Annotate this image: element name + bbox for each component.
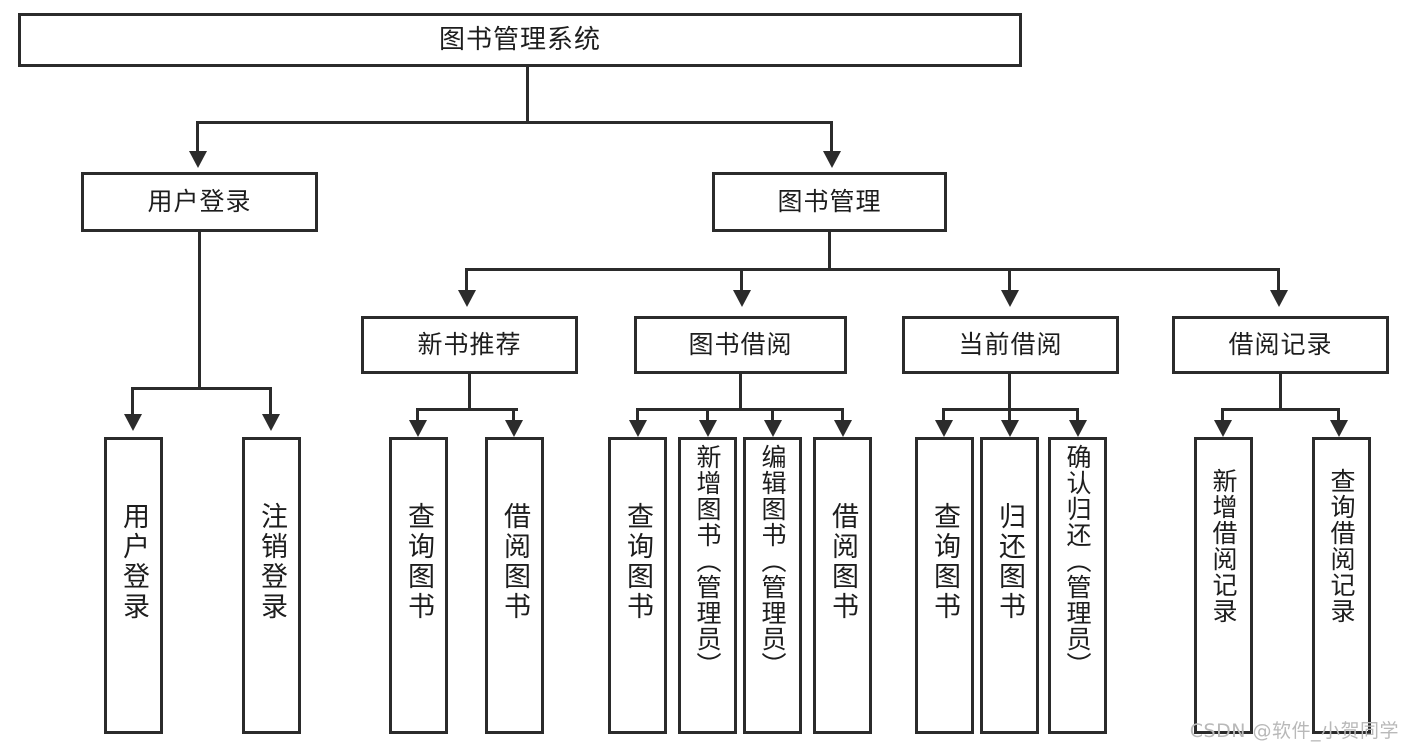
- node-book-management[interactable]: 图书管理: [712, 172, 947, 232]
- connector-book-borrow-bus: [636, 408, 843, 411]
- connector-root-bus: [196, 121, 833, 124]
- leaf-edit-book-admin[interactable]: 编辑图书（管理员）: [743, 437, 802, 734]
- node-label: 借阅图书: [827, 502, 858, 622]
- node-label: 借阅记录: [1228, 330, 1333, 360]
- arrowhead-new-books-leaf-1: [409, 420, 427, 437]
- leaf-user-login[interactable]: 用户登录: [104, 437, 163, 734]
- arrowhead-to-current-borrow: [1001, 290, 1019, 307]
- arrowhead-to-book-borrow: [733, 290, 751, 307]
- connector-new-books-bus: [416, 408, 518, 411]
- node-label: 用户登录: [118, 502, 149, 622]
- leaf-query-book-current[interactable]: 查询图书: [915, 437, 974, 734]
- arrowhead-to-user-login: [189, 151, 207, 168]
- node-label: 注销登录: [256, 502, 287, 622]
- connector-current-borrow-stem: [1008, 374, 1011, 408]
- csdn-watermark: CSDN @软件_小贺同学: [1189, 720, 1399, 742]
- connector-book-borrow-stem: [739, 374, 742, 408]
- leaf-return-book[interactable]: 归还图书: [980, 437, 1039, 734]
- connector-root-stem: [526, 67, 529, 121]
- node-label: 新增借阅记录: [1209, 468, 1238, 624]
- connector-borrow-records-bus: [1221, 408, 1340, 411]
- connector-current-borrow-drop-2: [1008, 408, 1011, 420]
- connector-book-borrow-drop-2: [706, 408, 709, 420]
- node-label: 当前借阅: [958, 330, 1063, 360]
- arrowhead-to-new-books: [458, 290, 476, 307]
- arrowhead-book-borrow-leaf-4: [834, 420, 852, 437]
- connector-book-borrow-drop-4: [841, 408, 844, 420]
- node-label: 查询图书: [403, 502, 434, 622]
- arrowhead-book-borrow-leaf-3: [764, 420, 782, 437]
- connector-to-book-borrow: [740, 268, 743, 290]
- connector-user-login-bus: [131, 387, 271, 390]
- connector-level3-bus: [465, 268, 1280, 271]
- leaf-confirm-return-admin[interactable]: 确认归还（管理员）: [1048, 437, 1107, 734]
- arrowhead-current-borrow-leaf-3: [1069, 420, 1087, 437]
- node-label: 图书借阅: [688, 330, 793, 360]
- arrowhead-borrow-records-leaf-1: [1214, 420, 1232, 437]
- leaf-add-book-admin[interactable]: 新增图书（管理员）: [678, 437, 737, 734]
- node-label: 查询图书: [622, 502, 653, 622]
- connector-user-login-stem: [198, 232, 201, 387]
- node-label: 新增图书（管理员）: [693, 444, 722, 678]
- arrowhead-to-book-management: [823, 151, 841, 168]
- node-label: 图书管理: [777, 187, 882, 217]
- arrowhead-new-books-leaf-2: [505, 420, 523, 437]
- connector-borrow-records-stem: [1279, 374, 1282, 408]
- connector-borrow-records-drop-2: [1337, 408, 1340, 420]
- connector-to-new-books: [465, 268, 468, 290]
- arrowhead-borrow-records-leaf-2: [1330, 420, 1348, 437]
- node-current-borrow[interactable]: 当前借阅: [902, 316, 1119, 374]
- connector-user-login-drop-2: [269, 387, 272, 414]
- connector-to-user-login: [196, 121, 199, 151]
- node-label: 用户登录: [147, 187, 252, 217]
- arrowhead-book-borrow-leaf-1: [629, 420, 647, 437]
- connector-current-borrow-drop-1: [942, 408, 945, 420]
- connector-book-borrow-drop-3: [771, 408, 774, 420]
- node-user-login[interactable]: 用户登录: [81, 172, 318, 232]
- arrowhead-book-borrow-leaf-2: [699, 420, 717, 437]
- leaf-query-book-new[interactable]: 查询图书: [389, 437, 448, 734]
- node-label: 借阅图书: [499, 502, 530, 622]
- arrowhead-to-borrow-records: [1270, 290, 1288, 307]
- node-new-book-recommend[interactable]: 新书推荐: [361, 316, 578, 374]
- node-book-borrow[interactable]: 图书借阅: [634, 316, 847, 374]
- connector-to-borrow-records: [1277, 268, 1280, 290]
- node-label: 编辑图书（管理员）: [758, 444, 787, 678]
- arrowhead-current-borrow-leaf-2: [1001, 420, 1019, 437]
- node-borrow-record[interactable]: 借阅记录: [1172, 316, 1389, 374]
- leaf-query-borrow-record[interactable]: 查询借阅记录: [1312, 437, 1371, 734]
- arrowhead-user-login-leaf-1: [124, 414, 142, 431]
- node-label: 确认归还（管理员）: [1063, 444, 1092, 678]
- node-label: 图书管理系统: [438, 24, 601, 55]
- connector-book-borrow-drop-1: [636, 408, 639, 420]
- arrowhead-user-login-leaf-2: [262, 414, 280, 431]
- connector-new-books-stem: [468, 374, 471, 408]
- connector-to-book-management: [830, 121, 833, 151]
- leaf-borrow-book-new[interactable]: 借阅图书: [485, 437, 544, 734]
- node-root-book-management-system[interactable]: 图书管理系统: [18, 13, 1022, 67]
- connector-new-books-drop-2: [512, 408, 515, 420]
- connector-to-current-borrow: [1008, 268, 1011, 290]
- connector-borrow-records-drop-1: [1221, 408, 1224, 420]
- node-label: 查询图书: [929, 502, 960, 622]
- node-label: 查询借阅记录: [1327, 468, 1356, 624]
- node-label: 归还图书: [994, 502, 1025, 622]
- connector-user-login-drop-1: [131, 387, 134, 414]
- connector-book-management-stem: [828, 232, 831, 268]
- leaf-borrow-book[interactable]: 借阅图书: [813, 437, 872, 734]
- leaf-query-book-borrow[interactable]: 查询图书: [608, 437, 667, 734]
- arrowhead-current-borrow-leaf-1: [935, 420, 953, 437]
- node-label: 新书推荐: [417, 330, 522, 360]
- leaf-logout[interactable]: 注销登录: [242, 437, 301, 734]
- connector-new-books-drop-1: [416, 408, 419, 420]
- leaf-add-borrow-record[interactable]: 新增借阅记录: [1194, 437, 1253, 734]
- connector-current-borrow-drop-3: [1076, 408, 1079, 420]
